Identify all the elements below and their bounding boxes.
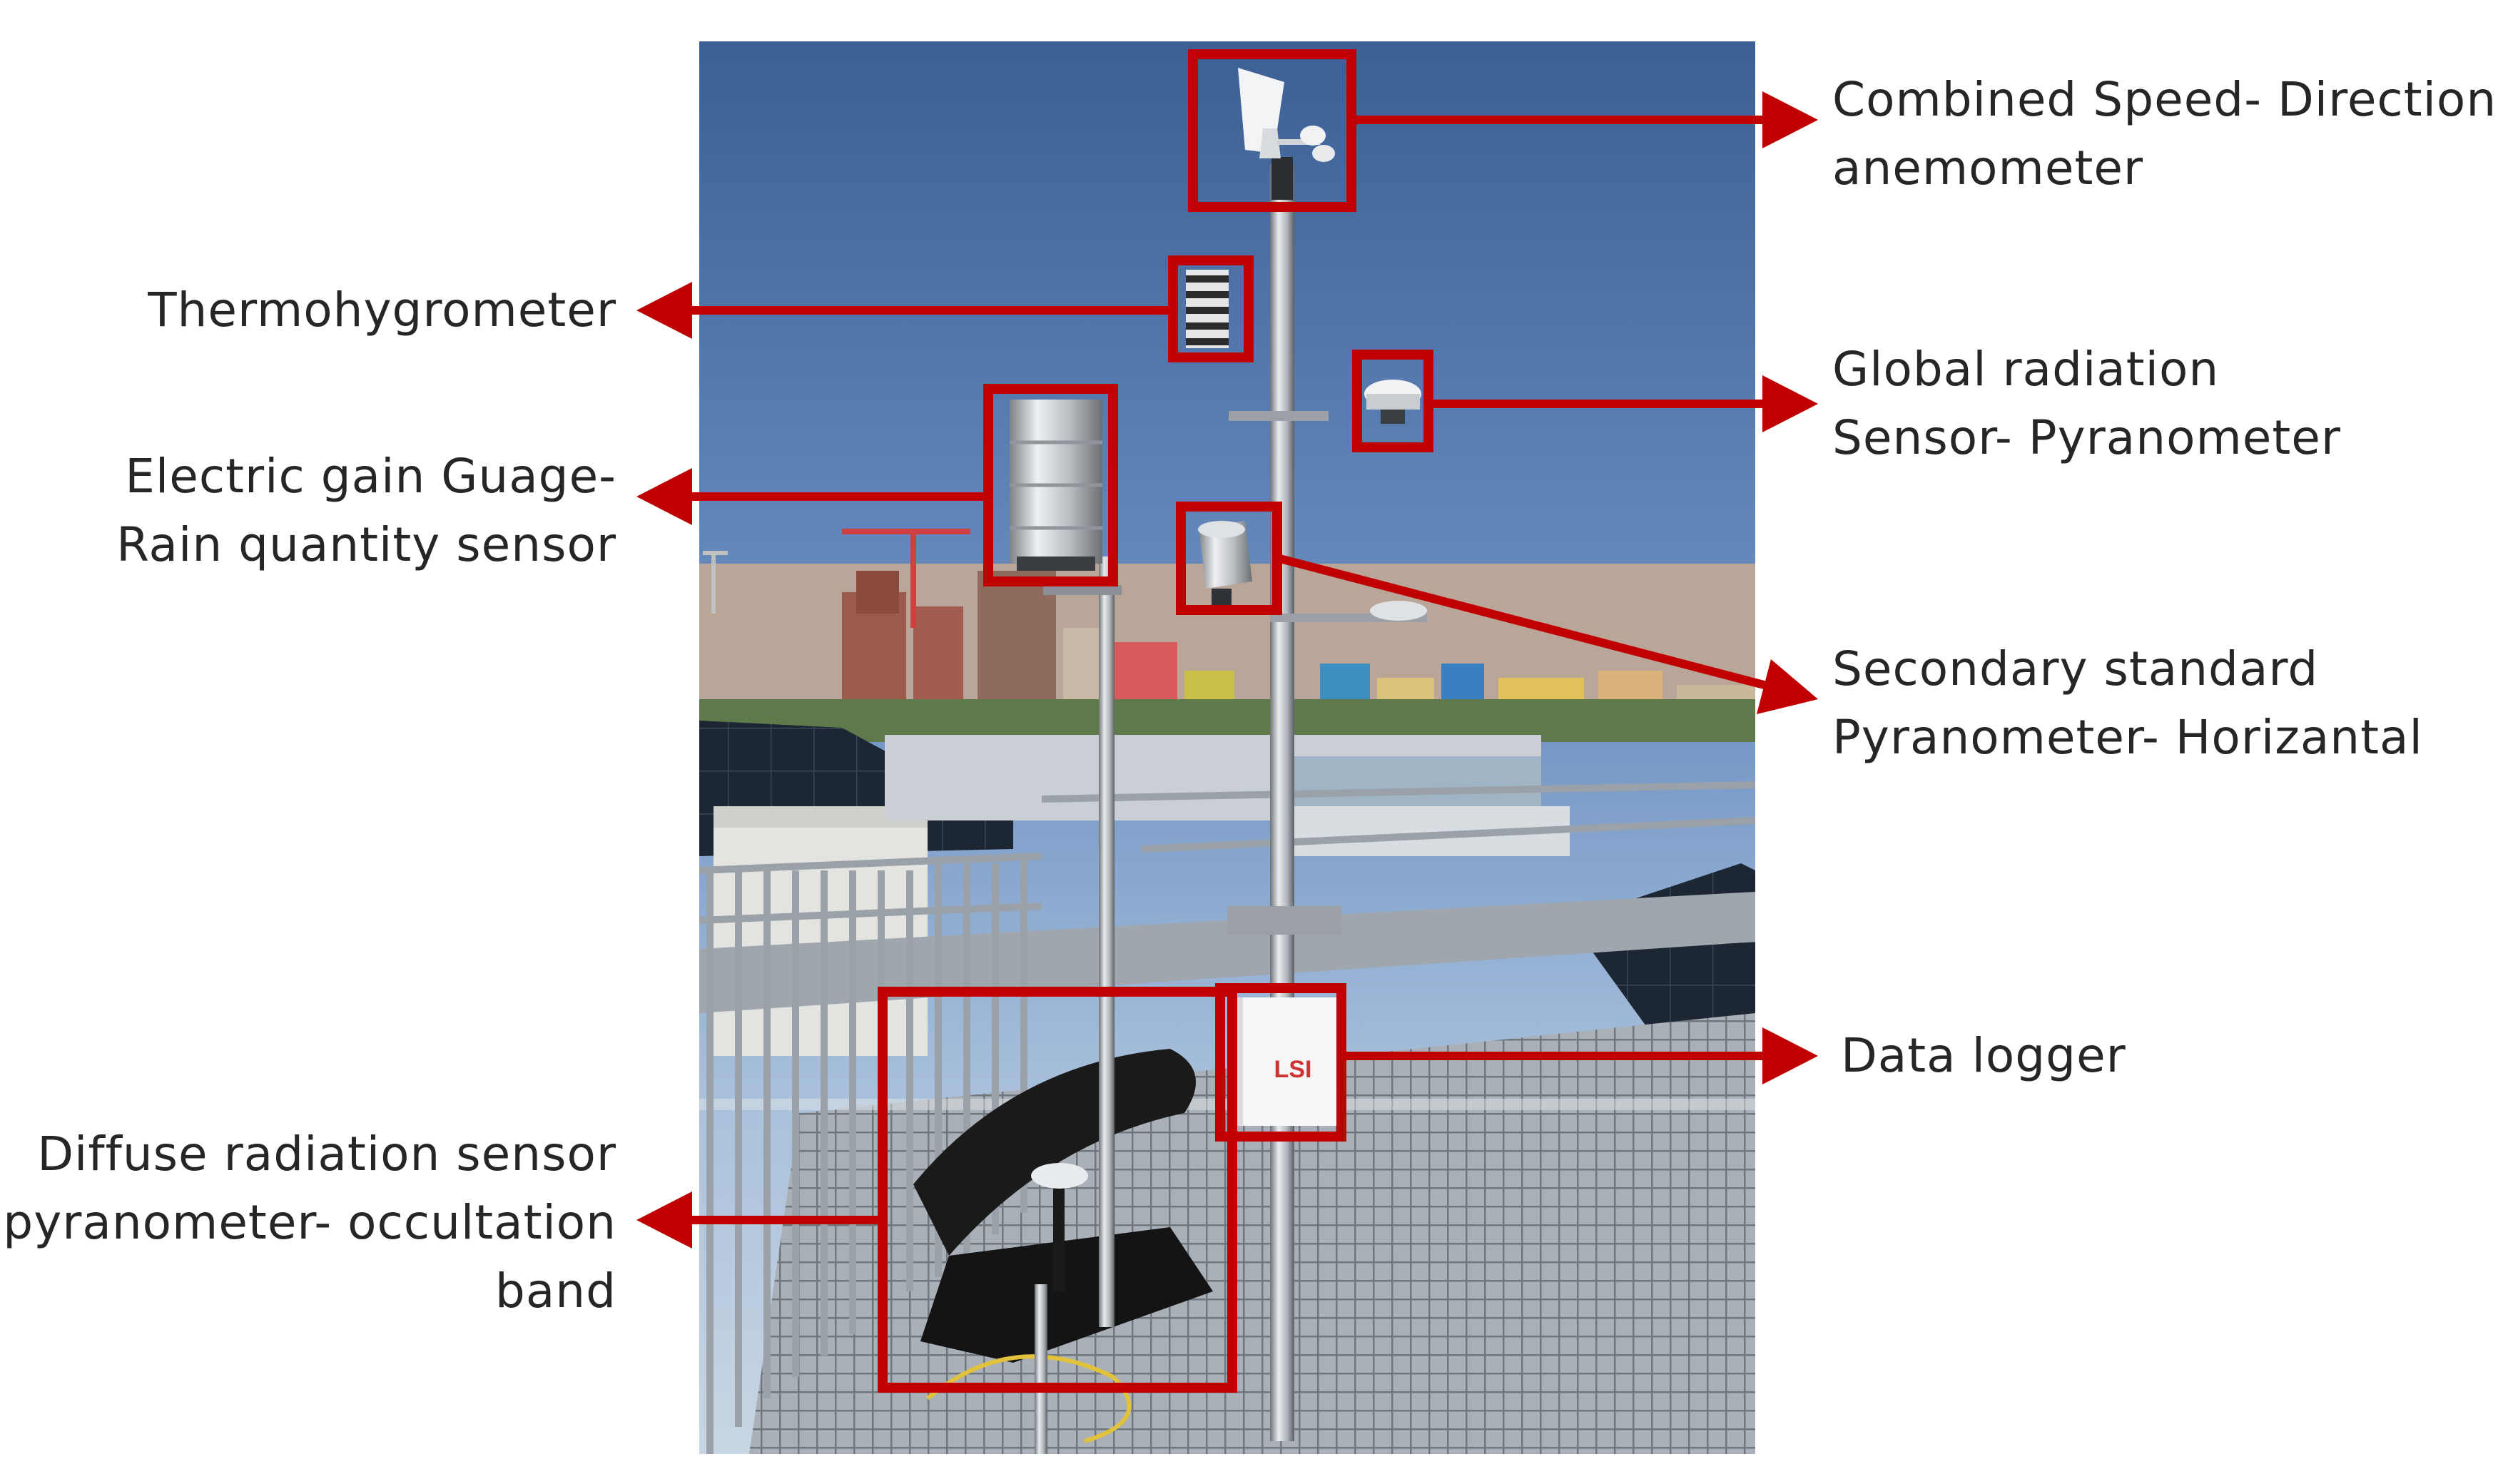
label-rain-gauge: Electric gain Guage- Rain quantity senso…: [116, 449, 616, 572]
thermohygrometer-device: [1186, 270, 1229, 348]
anemometer-device: [1238, 68, 1335, 162]
label-data-logger: Data logger: [1841, 1028, 2126, 1083]
box-anemometer: [1188, 49, 1356, 212]
annotation-boxes: [878, 49, 1433, 1393]
logger-brand: LSI: [1274, 1056, 1312, 1083]
rain-gauge-mast: [1099, 556, 1115, 1327]
station-photo: LSI: [699, 41, 1756, 1454]
box-data-logger: [1215, 983, 1346, 1142]
data-logger-device: LSI: [1229, 997, 1340, 1126]
box-diffuse-radiation: [878, 987, 1237, 1393]
label-thermohygrometer: Thermohygrometer: [148, 283, 616, 337]
label-secondary-pyranometer: Secondary standard Pyranometer- Horizant…: [1832, 641, 2423, 765]
label-anemometer: Combined Speed- Direction anemometer: [1832, 72, 2497, 195]
arrow-secondary-pyranometer: [1276, 554, 1771, 691]
global-pyranometer-device: [1364, 380, 1421, 424]
label-global-radiation: Global radiation Sensor- Pyranometer: [1832, 342, 2341, 465]
secondary-pyranometer-device: [1198, 521, 1252, 610]
railing: [699, 781, 1756, 1454]
rain-gauge-device: [1010, 400, 1102, 571]
main-mast: [1270, 164, 1294, 1441]
box-rain-gauge: [983, 384, 1118, 586]
label-diffuse-radiation: Diffuse radiation sensor pyranometer- oc…: [3, 1127, 616, 1318]
annotation-arrows: [636, 91, 1818, 1249]
occultation-band: [913, 1049, 1213, 1454]
